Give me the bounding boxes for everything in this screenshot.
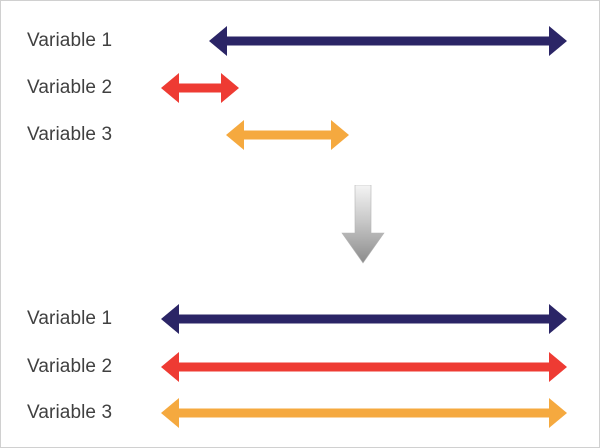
double-headed-arrow-icon: [161, 73, 239, 103]
variable-label: Variable 2: [27, 77, 113, 98]
double-headed-arrow-icon: [226, 120, 349, 150]
down-arrow-gradient-icon: [339, 185, 387, 265]
variable-label: Variable 3: [27, 124, 113, 145]
variable-row: Variable 3: [1, 393, 600, 433]
variable-label: Variable 1: [27, 30, 113, 51]
double-headed-arrow-icon: [209, 26, 567, 56]
double-headed-arrow-icon: [161, 304, 567, 334]
variable-row: Variable 1: [1, 299, 600, 339]
variable-row: Variable 2: [1, 68, 600, 108]
variable-label: Variable 2: [27, 356, 113, 377]
variable-label: Variable 1: [27, 308, 113, 329]
variable-label: Variable 3: [27, 402, 113, 423]
variable-row: Variable 2: [1, 347, 600, 387]
double-headed-arrow-icon: [161, 398, 567, 428]
double-headed-arrow-icon: [161, 352, 567, 382]
variable-row: Variable 1: [1, 21, 600, 61]
variable-row: Variable 3: [1, 115, 600, 155]
